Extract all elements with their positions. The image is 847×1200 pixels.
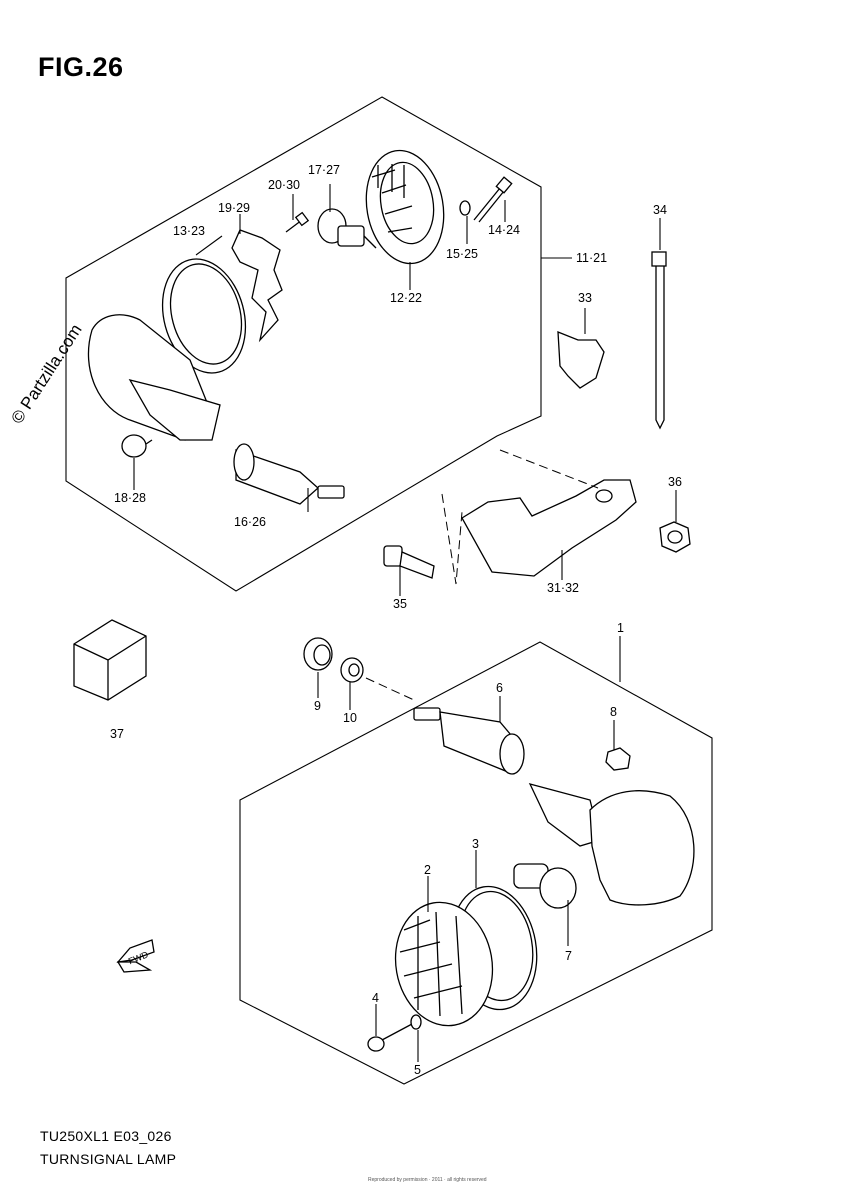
callout-6: 6 bbox=[496, 681, 503, 695]
assembly-leader-1 bbox=[499, 449, 599, 489]
fwd-arrow-icon: FWD bbox=[116, 939, 155, 973]
upper-assembly-outline bbox=[65, 96, 542, 592]
screw-front bbox=[367, 1023, 413, 1052]
callout-10: 10 bbox=[343, 711, 357, 725]
diagram-code: TU250XL1 E03_026 bbox=[40, 1128, 172, 1144]
callout-16-26: 16·26 bbox=[234, 515, 266, 529]
screw-upper-small bbox=[285, 211, 310, 233]
callout-19-29: 19·29 bbox=[218, 201, 250, 215]
callout-14-24: 14·24 bbox=[488, 223, 520, 237]
screw-upper-long bbox=[473, 176, 513, 223]
callout-3: 3 bbox=[472, 837, 479, 851]
callout-5: 5 bbox=[414, 1063, 421, 1077]
stem-front bbox=[528, 783, 601, 847]
reflector-upper bbox=[231, 229, 283, 343]
nut-rear bbox=[659, 521, 691, 553]
copyright-notice: Reproduced by permission · 2011 · all ri… bbox=[368, 1177, 487, 1183]
damper-upper bbox=[233, 443, 345, 505]
callout-8: 8 bbox=[610, 705, 617, 719]
callout-2: 2 bbox=[424, 863, 431, 877]
callout-37: 37 bbox=[110, 727, 124, 741]
callout-36: 36 bbox=[668, 475, 682, 489]
cable-tie bbox=[651, 251, 667, 430]
diagram-caption: TURNSIGNAL LAMP bbox=[40, 1151, 177, 1167]
bolt-cap-upper bbox=[121, 434, 153, 458]
callout-31-32: 31·32 bbox=[547, 581, 579, 595]
callout-18-28: 18·28 bbox=[114, 491, 146, 505]
washer-front-5 bbox=[410, 1014, 422, 1030]
lens-front bbox=[394, 901, 494, 1027]
callout-15-25: 15·25 bbox=[446, 247, 478, 261]
damper-front bbox=[413, 707, 525, 775]
callout-4: 4 bbox=[372, 991, 379, 1005]
relay bbox=[73, 619, 147, 701]
nut-front-8 bbox=[605, 747, 631, 771]
lower-assembly-outline bbox=[239, 641, 713, 1085]
watermark-text: © Partzilla.com bbox=[7, 321, 85, 427]
housing-front bbox=[589, 790, 695, 906]
clamp bbox=[557, 331, 605, 389]
bulb-upper bbox=[317, 208, 377, 249]
bracket-rear bbox=[461, 479, 637, 577]
callout-20-30: 20·30 bbox=[268, 178, 300, 192]
callout-1: 1 bbox=[617, 621, 624, 635]
callout-7: 7 bbox=[565, 949, 572, 963]
figure-title: FIG.26 bbox=[38, 52, 124, 82]
nut-front-9 bbox=[303, 637, 333, 671]
callout-35: 35 bbox=[393, 597, 407, 611]
callout-11-21: 11·21 bbox=[576, 251, 607, 265]
callout-leaders bbox=[133, 184, 677, 1062]
callout-33: 33 bbox=[578, 291, 592, 305]
bolt-rear bbox=[383, 545, 435, 579]
washer-front-10 bbox=[340, 657, 364, 683]
gasket-upper bbox=[161, 258, 247, 374]
stem-upper bbox=[128, 378, 221, 441]
callout-9: 9 bbox=[314, 699, 321, 713]
callout-34: 34 bbox=[653, 203, 667, 217]
callout-17-27: 17·27 bbox=[308, 163, 340, 177]
washer-upper bbox=[459, 200, 471, 216]
callout-13-23: 13·23 bbox=[173, 224, 205, 238]
assembly-leader-2 bbox=[441, 493, 463, 585]
lens-upper bbox=[365, 149, 445, 265]
bulb-front bbox=[513, 863, 577, 909]
callout-12-22: 12·22 bbox=[390, 291, 422, 305]
front-leader-dash bbox=[365, 677, 415, 701]
bracket-hole bbox=[595, 489, 613, 503]
